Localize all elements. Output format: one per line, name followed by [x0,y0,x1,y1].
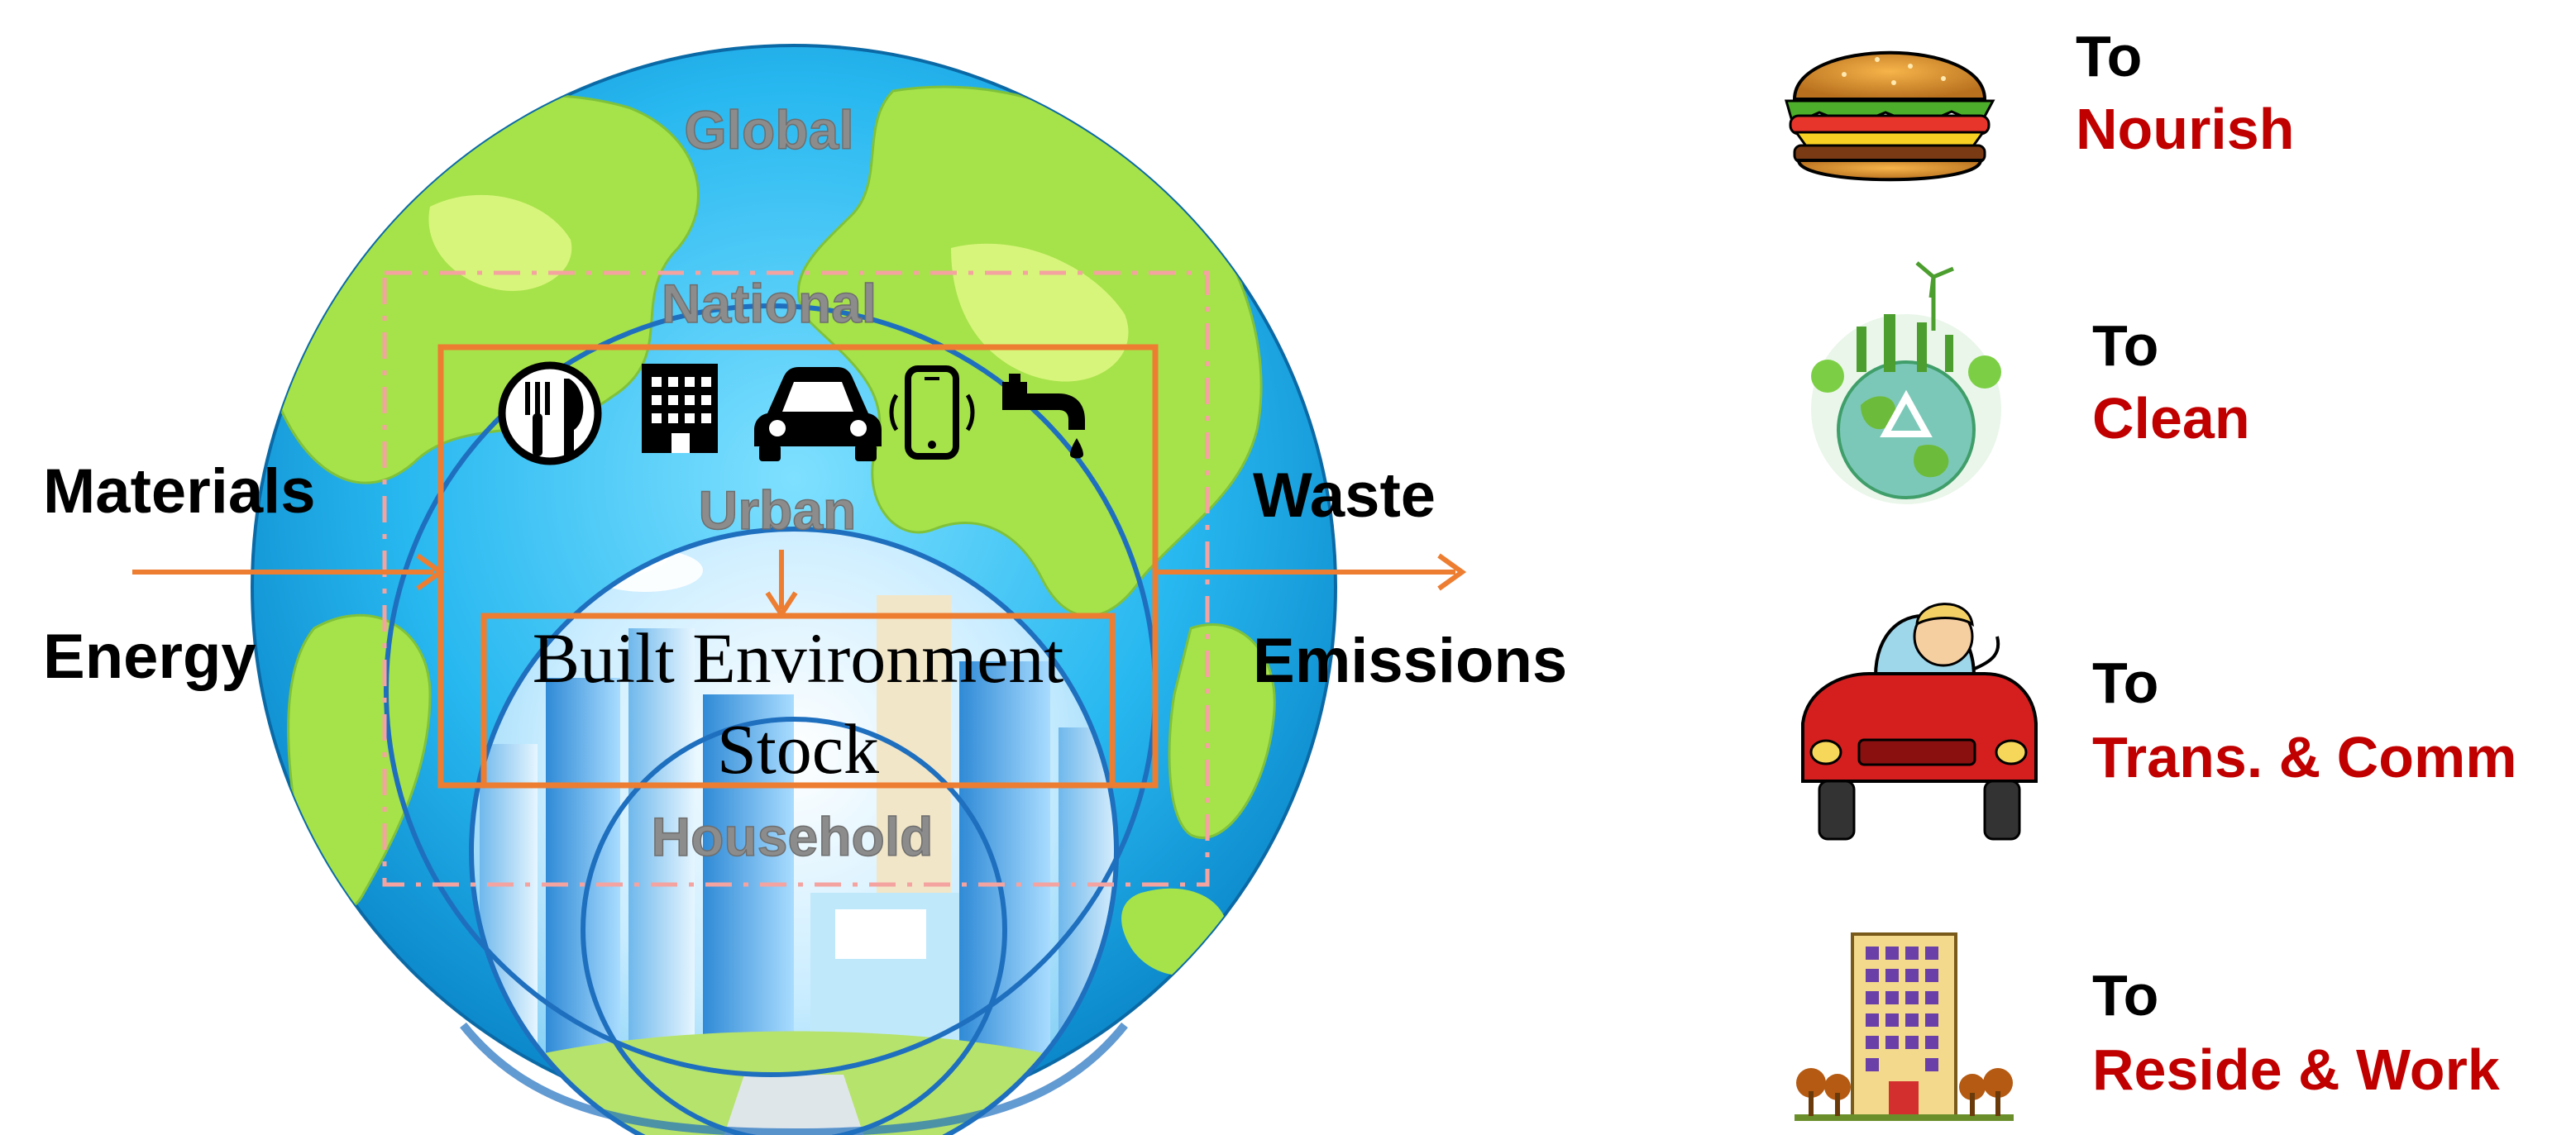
purpose-2-label: Clean [2092,386,2250,451]
materials-label: Materials [43,456,316,527]
scale-boundaries [382,270,1210,1135]
input-arrow-head [416,553,446,591]
waste-label: Waste [1253,460,1436,531]
purpose-4-label: Reside & Work [2092,1037,2500,1102]
emissions-label: Emissions [1253,626,1567,696]
purpose-2-to: To [2092,313,2158,378]
purpose-1-to: To [2076,24,2142,88]
water-tap-icon [1002,374,1085,459]
purpose-4-to: To [2092,963,2158,1028]
purpose-list: To Nourish To Clean [1785,24,2516,1121]
purpose-1-label: Nourish [2076,97,2294,161]
apartment-building-icon [1795,932,2014,1121]
built-environment-box [480,613,1116,789]
service-icons [498,361,1085,465]
global-scale-label: Global [684,99,853,160]
flow-arrows [132,550,1467,619]
recycle-globe-icon [1811,261,2001,504]
ground-swirl [460,1022,1128,1135]
purpose-3-to: To [2092,651,2158,715]
food-icon [498,361,602,465]
household-scale-label: Household [652,806,934,867]
urban-scale-label: Urban [699,479,857,541]
energy-label: Energy [43,622,256,692]
national-scale-label: National [662,273,877,334]
car-icon [754,367,882,461]
burger-icon [1785,50,1995,182]
output-arrow-head [1437,553,1467,591]
purpose-3-label: Trans. & Comm [2092,725,2516,789]
phone-icon [889,365,975,460]
car-driver-icon [1801,603,2038,841]
stock-label: Stock [717,709,879,789]
building-icon [642,364,718,453]
urban-ring [469,527,1119,1135]
household-ring [581,717,1007,1135]
built-environment-label: Built Environment [533,618,1064,698]
inner-arrow-head [765,591,798,619]
